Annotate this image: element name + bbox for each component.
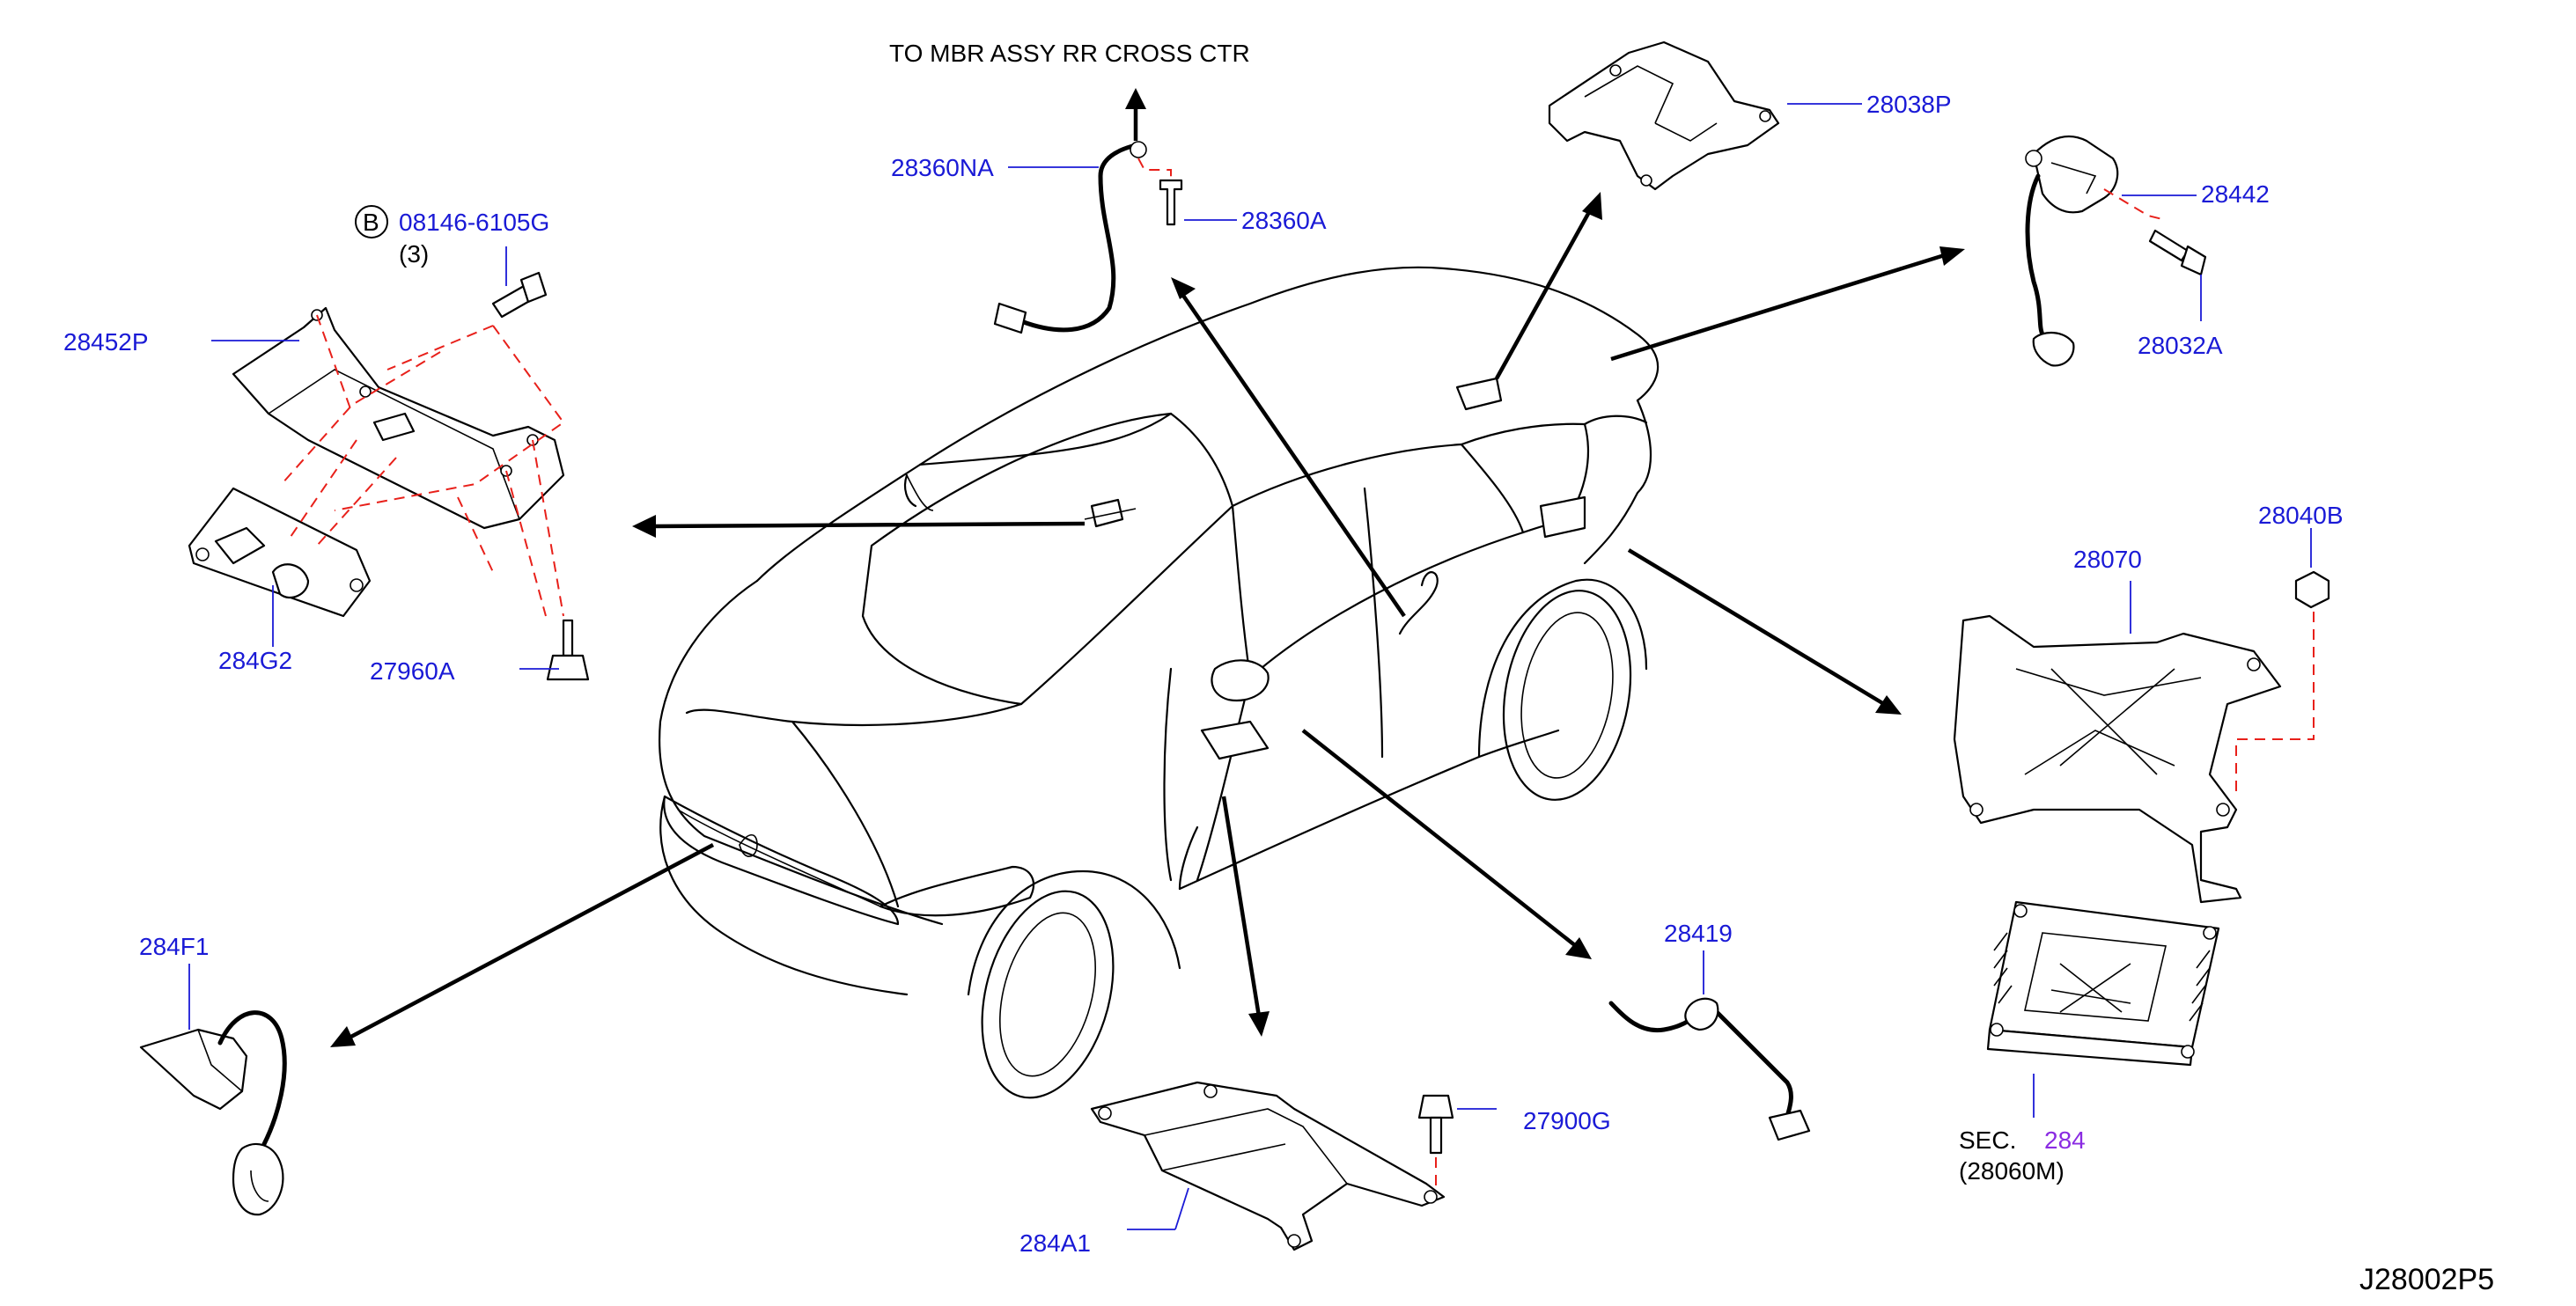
part-284A1-bracket	[1090, 1081, 1497, 1251]
vehicle-outline	[659, 266, 1660, 1099]
diagram-id: J28002P5	[2359, 1263, 2494, 1296]
part-28360NA-harness	[993, 141, 1183, 334]
part-28419-harness	[1608, 950, 1811, 1141]
part-284F1-camera	[139, 964, 287, 1216]
label-28419: 28419	[1664, 920, 1733, 947]
label-28032A: 28032A	[2138, 332, 2223, 359]
label-08146-qty: (3)	[399, 240, 429, 268]
label-08146-6105G: 08146-6105G	[399, 209, 549, 236]
part-28070-bracket	[1953, 528, 2330, 904]
part-28038P-bracket	[1548, 40, 1862, 191]
label-28360NA: 28360NA	[891, 154, 994, 181]
bolt-badge: B	[363, 209, 379, 236]
label-28038P: 28038P	[1866, 91, 1952, 118]
part-sec-284-module	[1986, 900, 2220, 1118]
label-28442: 28442	[2201, 180, 2270, 208]
label-27960A: 27960A	[370, 657, 455, 685]
label-28070: 28070	[2073, 546, 2142, 573]
label-284F1: 284F1	[139, 933, 209, 960]
part-28442-antenna	[2025, 135, 2207, 367]
top-note: TO MBR ASSY RR CROSS CTR	[889, 40, 1250, 67]
part-28452P-bracket-assembly	[188, 246, 590, 681]
label-sec-284[interactable]: 284	[2044, 1126, 2086, 1154]
label-284A1: 284A1	[1019, 1229, 1091, 1257]
labels: TO MBR ASSY RR CROSS CTR 28360NA 28360A …	[63, 40, 2494, 1296]
label-28452P: 28452P	[63, 328, 149, 356]
label-284G2: 284G2	[218, 647, 292, 674]
bolt-badge-circle	[355, 205, 388, 238]
label-28060M: (28060M)	[1959, 1157, 2064, 1185]
label-28040B: 28040B	[2258, 502, 2344, 529]
label-sec: SEC.	[1959, 1126, 2016, 1154]
label-28360A: 28360A	[1241, 207, 1327, 234]
label-27900G: 27900G	[1523, 1107, 1611, 1134]
leader-arrows	[330, 88, 1965, 1047]
